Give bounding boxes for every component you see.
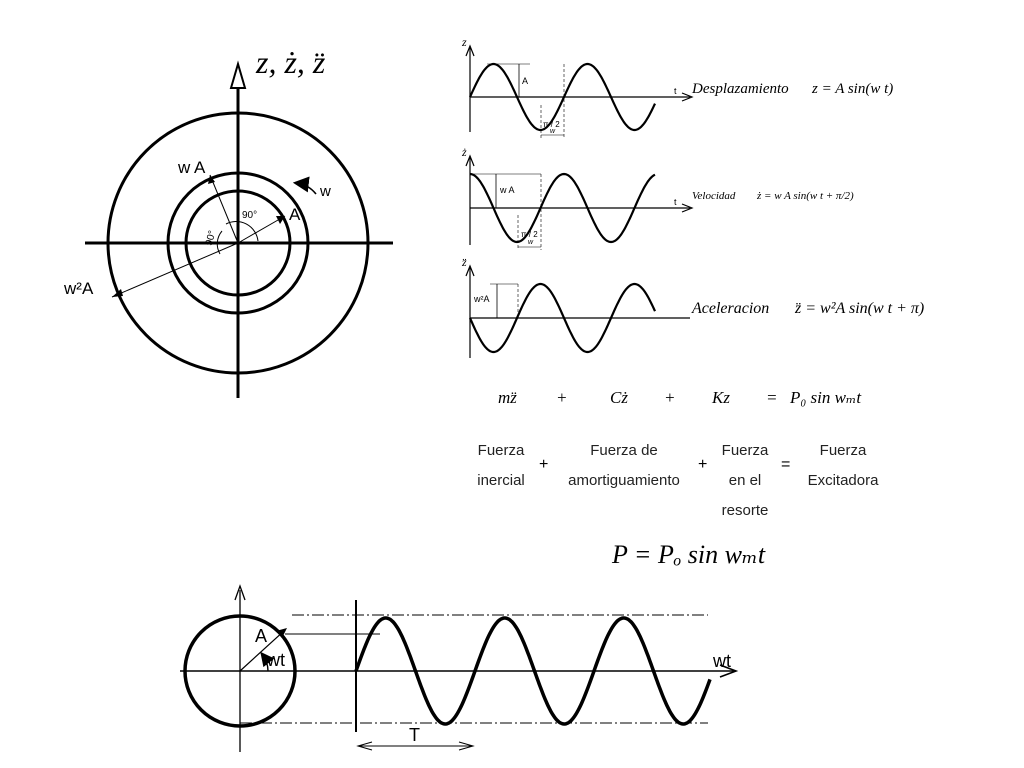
bottom-phasor-vector [239,629,286,672]
vel-y-arrow-icon [465,154,475,167]
disp-sine [468,62,656,132]
disp-t-arrow-icon [681,92,694,102]
bottom-v-arrow-icon [234,584,246,601]
phasor-circle-inner [184,189,292,297]
velocity-wave [465,154,694,250]
phasor-label-w: w [319,183,331,200]
phasor-arrowhead-wA-icon [208,175,215,184]
force-inertial: Fuerza inercial [468,436,534,496]
phasor-circle-middle [166,171,310,315]
phasor-label-A: A [289,205,301,224]
force-exciting-line1: Fuerza [819,442,867,459]
vel-t-label: t [674,197,677,207]
bottom-label-T: T [409,725,420,745]
force-exciting-line2: Excitadora [807,472,879,489]
phasor-vector-w2A [111,242,239,298]
force-equals: = [781,456,791,473]
caption-acc-formula: z̈ = w²A sin(w t + π) [794,300,924,317]
caption-vel-formula: ż = w A sin(w t + π/2) [756,190,854,202]
acc-axis-label: z̈ [461,255,467,269]
vel-t-arrow-icon [681,203,694,213]
bottom-wt-arc [260,651,275,672]
vel-amp-label: w A [499,185,515,195]
excitation-equation: P = Pₒ sin wₘt [612,540,766,569]
period-arrow-left-icon [356,741,373,751]
disp-phase-num: π / 2 [543,120,560,129]
bottom-label-A: A [255,626,267,646]
phasor-arrowhead-w2A-icon [112,289,123,297]
phasor-arrowhead-A-icon [276,216,285,224]
force-spring-line1: Fuerza [721,442,769,459]
phasor-angle-1: 90° [242,210,257,221]
eq-term-damping: Cż [610,388,628,407]
eq-equals: = [766,388,778,407]
bottom-sine [354,616,712,726]
angle-arc-2 [216,230,223,255]
bottom-label-wt-circle: wt [266,650,285,670]
bottom-label-wt-axis: wt [712,651,731,671]
eq-term-spring: Kz [712,388,730,407]
bottom-phasor-arrowhead-icon [276,628,287,638]
eq-plus-1: + [556,388,568,407]
phasor-angle-2: 90° [204,229,219,246]
phasor-label-w2A: w²A [63,279,94,298]
force-inertial-line1: Fuerza [477,442,525,459]
force-inertial-line2: inercial [477,472,525,489]
phasor-vector-A [237,215,286,244]
caption-acc-name: Aceleracion [691,300,769,317]
caption-disp-formula: z = A sin(w t) [811,81,893,97]
phasor-diagram [85,60,393,398]
period-arrow-right-icon [458,741,475,751]
acc-y-arrow-icon [465,264,475,277]
phasor-v-axis-arrow-icon [229,60,247,89]
phasor-circle-outer [106,111,370,375]
vel-phase-num: π / 2 [521,230,538,239]
force-plus-2: + [698,456,708,473]
acc-sine [468,282,657,354]
caption-vel-name: Velocidad [692,190,736,202]
eq-plus-2: + [664,388,676,407]
disp-axis-label: z [461,35,467,49]
displacement-wave [465,44,694,138]
vel-axis-label: ż [461,145,467,159]
bottom-h-arrow-icon [719,664,739,678]
force-damping-line1: Fuerza de [590,442,658,459]
force-damping: Fuerza de amortiguamiento [556,436,692,496]
eq-rhs: P₀ sin wₘt [790,388,862,407]
bottom-diagram [180,584,739,752]
vel-phase-den: w [528,239,534,246]
caption-disp-name: Desplazamiento [691,81,789,97]
vel-sine [469,172,656,244]
phasor-vector-wA [209,174,239,244]
rotation-arrow-icon [292,176,317,195]
acceleration-wave [465,264,690,358]
disp-t-label: t [674,86,677,96]
angle-arc-1 [225,221,259,242]
disp-phase-den: w [550,128,556,135]
disp-y-arrow-icon [465,44,475,57]
force-spring: Fuerza en el resorte [712,436,778,526]
force-spring-line2: en el [728,472,762,489]
disp-amp-label: A [522,76,528,86]
eq-term-inertial: mz̈ [498,388,517,407]
force-damping-line2: amortiguamiento [568,472,680,489]
force-exciting: Fuerza Excitadora [798,436,888,496]
force-plus-1: + [539,456,549,473]
acc-amp-label: w²A [473,294,490,304]
force-spring-line3: resorte [721,502,769,519]
phasor-axis-title: z, ż, z̈ [256,44,326,80]
phasor-label-wA: w A [177,158,206,177]
